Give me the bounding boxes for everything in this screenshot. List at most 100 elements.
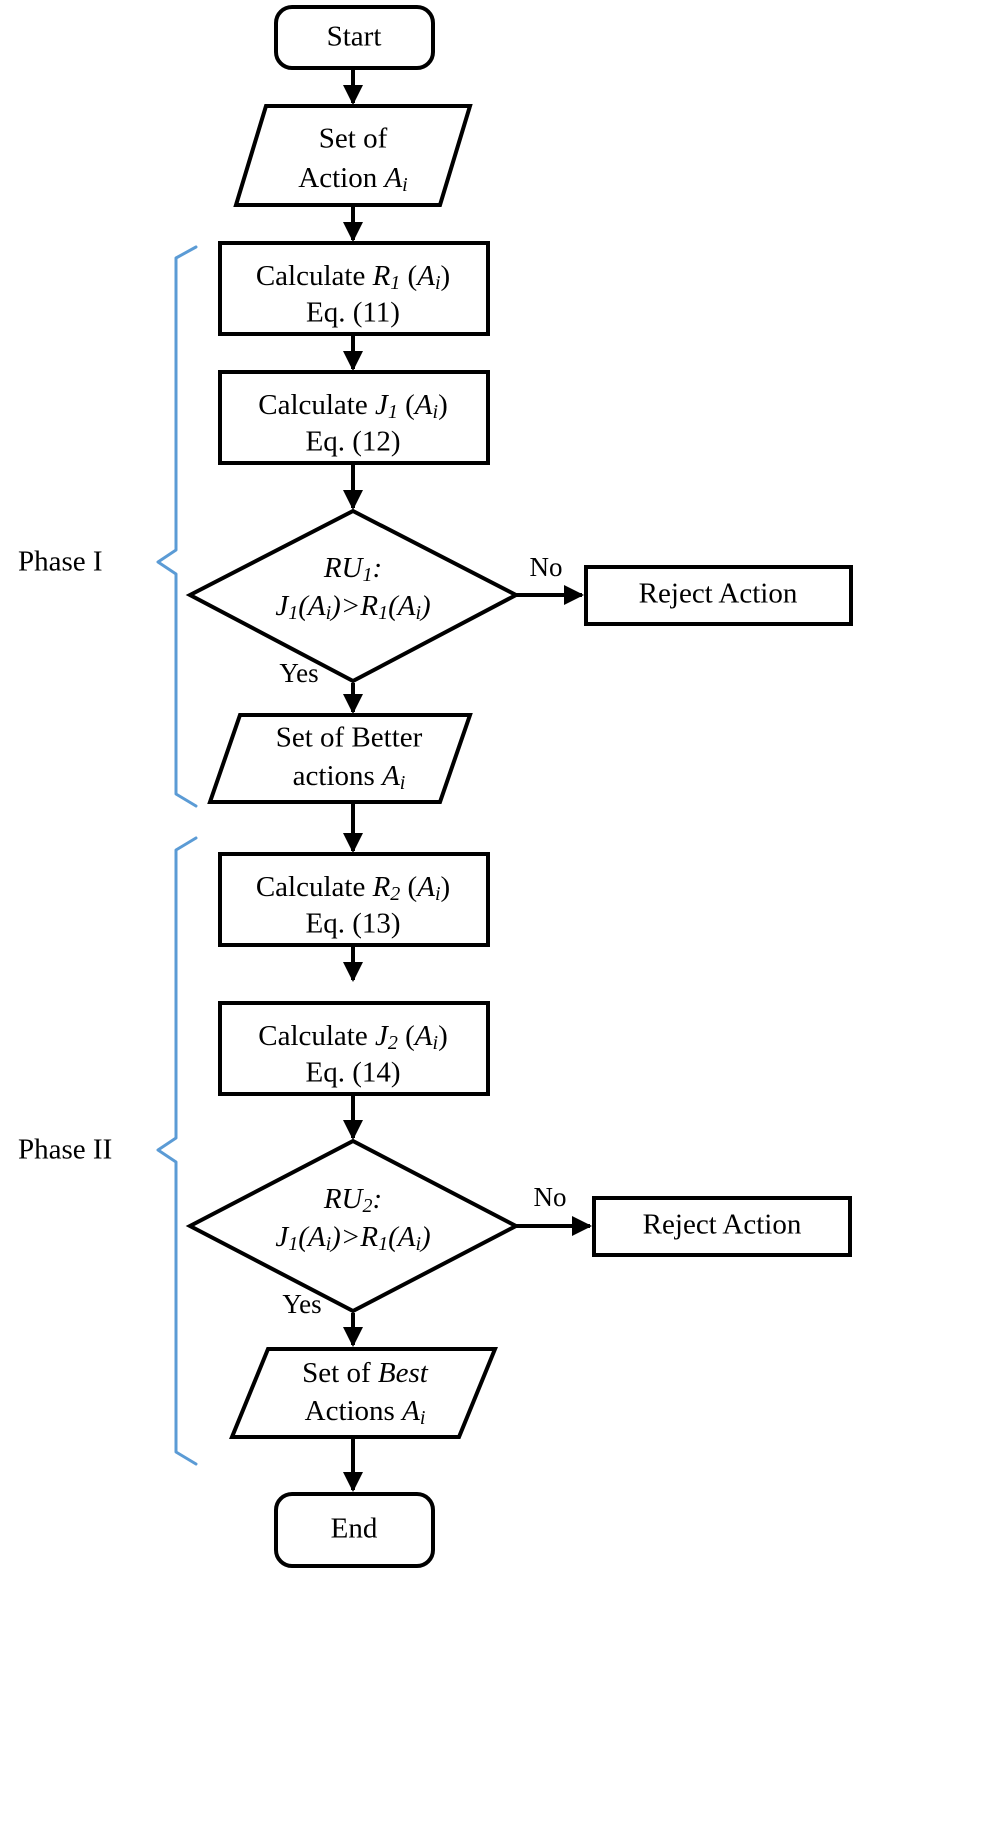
node-calculate-r1-line1: Calculate R1 (Ai): [256, 260, 450, 294]
node-better-actions-line2: actions Ai: [293, 760, 406, 794]
calc-j1-var: J: [375, 389, 389, 421]
node-calculate-j1[interactable]: Calculate J1 (Ai) Eq. (12): [218, 370, 490, 465]
calc-j2-var: J: [375, 1020, 389, 1052]
input-actions-sub: i: [402, 174, 408, 196]
ru1-cond-close: ): [419, 590, 431, 622]
node-start[interactable]: Start: [274, 5, 435, 70]
node-end[interactable]: End: [274, 1492, 435, 1568]
best-actions-line2-pre: Actions: [305, 1395, 402, 1427]
node-calculate-r2-line2: Eq. (13): [305, 908, 400, 940]
ru2-cond-j-sub: 1: [288, 1233, 298, 1255]
edge-label-no-1: No: [530, 552, 563, 582]
calc-r2-pre: Calculate: [256, 871, 373, 903]
phase-1-brace: [156, 245, 198, 808]
node-start-label: Start: [327, 21, 382, 53]
node-better-actions[interactable]: Set of Better actions Ai: [207, 713, 473, 804]
best-actions-var: A: [400, 1395, 420, 1427]
ru2-cond-j: J: [275, 1221, 289, 1253]
node-calculate-j1-line2: Eq. (12): [305, 426, 400, 458]
node-reject-action-1-label: Reject Action: [639, 578, 798, 610]
ru1-cond-j-sub: 1: [288, 602, 298, 624]
node-input-actions-line1: Set of: [319, 123, 388, 155]
node-decision-ru2-line2: J1(Ai)>R1(Ai): [275, 1221, 430, 1255]
node-reject-action-2-label: Reject Action: [643, 1209, 802, 1241]
calc-r1-var: R: [372, 260, 391, 292]
calc-j1-arg: A: [413, 389, 433, 421]
ru1-cond-arg2-sub: i: [415, 602, 421, 624]
calc-r2-var: R: [372, 871, 391, 903]
ru2-cond-gt: )>R: [329, 1221, 378, 1253]
node-calculate-r1[interactable]: Calculate R1 (Ai) Eq. (11): [218, 241, 490, 336]
calc-r2-arg: A: [415, 871, 435, 903]
node-decision-ru1[interactable]: RU1: J1(Ai)>R1(Ai): [185, 508, 521, 684]
node-better-actions-line1: Set of Better: [276, 722, 423, 754]
ru2-cond-arg2: (A: [388, 1221, 416, 1253]
calc-j2-pre: Calculate: [258, 1020, 375, 1052]
node-decision-ru1-line2: J1(Ai)>R1(Ai): [275, 590, 430, 624]
ru2-sub: 2: [363, 1195, 373, 1217]
ru1-colon: :: [373, 552, 383, 584]
phase-2-label: Phase II: [18, 1134, 112, 1166]
ru2-colon: :: [373, 1183, 383, 1215]
node-best-actions-line2: Actions Ai: [305, 1395, 426, 1429]
better-actions-sub: i: [400, 772, 406, 794]
ru1-cond-j: J: [275, 590, 289, 622]
ru1-cond-gt: )>R: [329, 590, 378, 622]
better-actions-var: A: [380, 760, 400, 792]
calc-r1-end: ): [441, 260, 451, 292]
node-best-actions[interactable]: Set of Best Actions Ai: [229, 1347, 498, 1439]
ru2-cond-arg1-sub: i: [326, 1233, 332, 1255]
better-actions-pre: actions: [293, 760, 382, 792]
calc-j1-post: (: [398, 389, 415, 421]
calc-r2-sub: 2: [390, 883, 400, 905]
calc-j2-arg: A: [413, 1020, 433, 1052]
node-calculate-j2[interactable]: Calculate J2 (Ai) Eq. (14): [218, 1001, 490, 1096]
ru1-cond-arg2: (A: [388, 590, 416, 622]
node-reject-action-1[interactable]: Reject Action: [584, 565, 853, 626]
calc-j2-sub2: i: [433, 1032, 439, 1054]
calc-j1-pre: Calculate: [258, 389, 375, 421]
phase-2-brace: [156, 836, 198, 1466]
node-calculate-j2-line2: Eq. (14): [305, 1057, 400, 1089]
calc-j1-end: ): [438, 389, 448, 421]
input-actions-var: A: [382, 162, 402, 194]
node-decision-ru1-line1: RU1:: [323, 552, 382, 586]
calc-j1-sub2: i: [433, 401, 439, 423]
ru2-cond-arg2-sub: i: [415, 1233, 421, 1255]
calc-r2-sub2: i: [435, 883, 441, 905]
node-calculate-r2-line1: Calculate R2 (Ai): [256, 871, 450, 905]
best-actions-sub: i: [420, 1407, 426, 1429]
ru1-cond-arg1: (A: [298, 590, 326, 622]
best-actions-em: Best: [378, 1357, 429, 1389]
node-decision-ru2[interactable]: RU2: J1(Ai)>R1(Ai): [185, 1138, 521, 1314]
edge-label-yes-1: Yes: [279, 658, 318, 688]
node-calculate-j2-line1: Calculate J2 (Ai): [258, 1020, 448, 1054]
node-reject-action-2[interactable]: Reject Action: [592, 1196, 852, 1257]
ru1-var: RU: [323, 552, 365, 584]
input-actions-pre: Action: [298, 162, 384, 194]
calc-r1-sub: 1: [390, 272, 400, 294]
calc-r1-post: (: [400, 260, 417, 292]
ru1-cond-arg1-sub: i: [326, 602, 332, 624]
node-input-actions[interactable]: Set of Action Ai: [233, 104, 473, 207]
node-calculate-r2[interactable]: Calculate R2 (Ai) Eq. (13): [218, 852, 490, 947]
node-end-label: End: [331, 1513, 378, 1545]
calc-j2-sub: 2: [388, 1032, 398, 1054]
node-calculate-j1-line1: Calculate J1 (Ai): [258, 389, 448, 423]
ru2-cond-arg1: (A: [298, 1221, 326, 1253]
node-calculate-r1-line2: Eq. (11): [306, 297, 400, 329]
calc-r1-pre: Calculate: [256, 260, 373, 292]
calc-j1-sub: 1: [388, 401, 398, 423]
ru1-sub: 1: [363, 564, 373, 586]
ru2-cond-close: ): [419, 1221, 431, 1253]
node-best-actions-line1: Set of Best: [302, 1357, 429, 1389]
node-input-actions-line2: Action Ai: [298, 162, 407, 196]
calc-j2-end: ): [438, 1020, 448, 1052]
edge-label-yes-2: Yes: [282, 1289, 321, 1319]
calc-r2-end: ): [441, 871, 451, 903]
edge-label-no-2: No: [534, 1182, 567, 1212]
ru2-var: RU: [323, 1183, 365, 1215]
calc-r2-post: (: [400, 871, 417, 903]
